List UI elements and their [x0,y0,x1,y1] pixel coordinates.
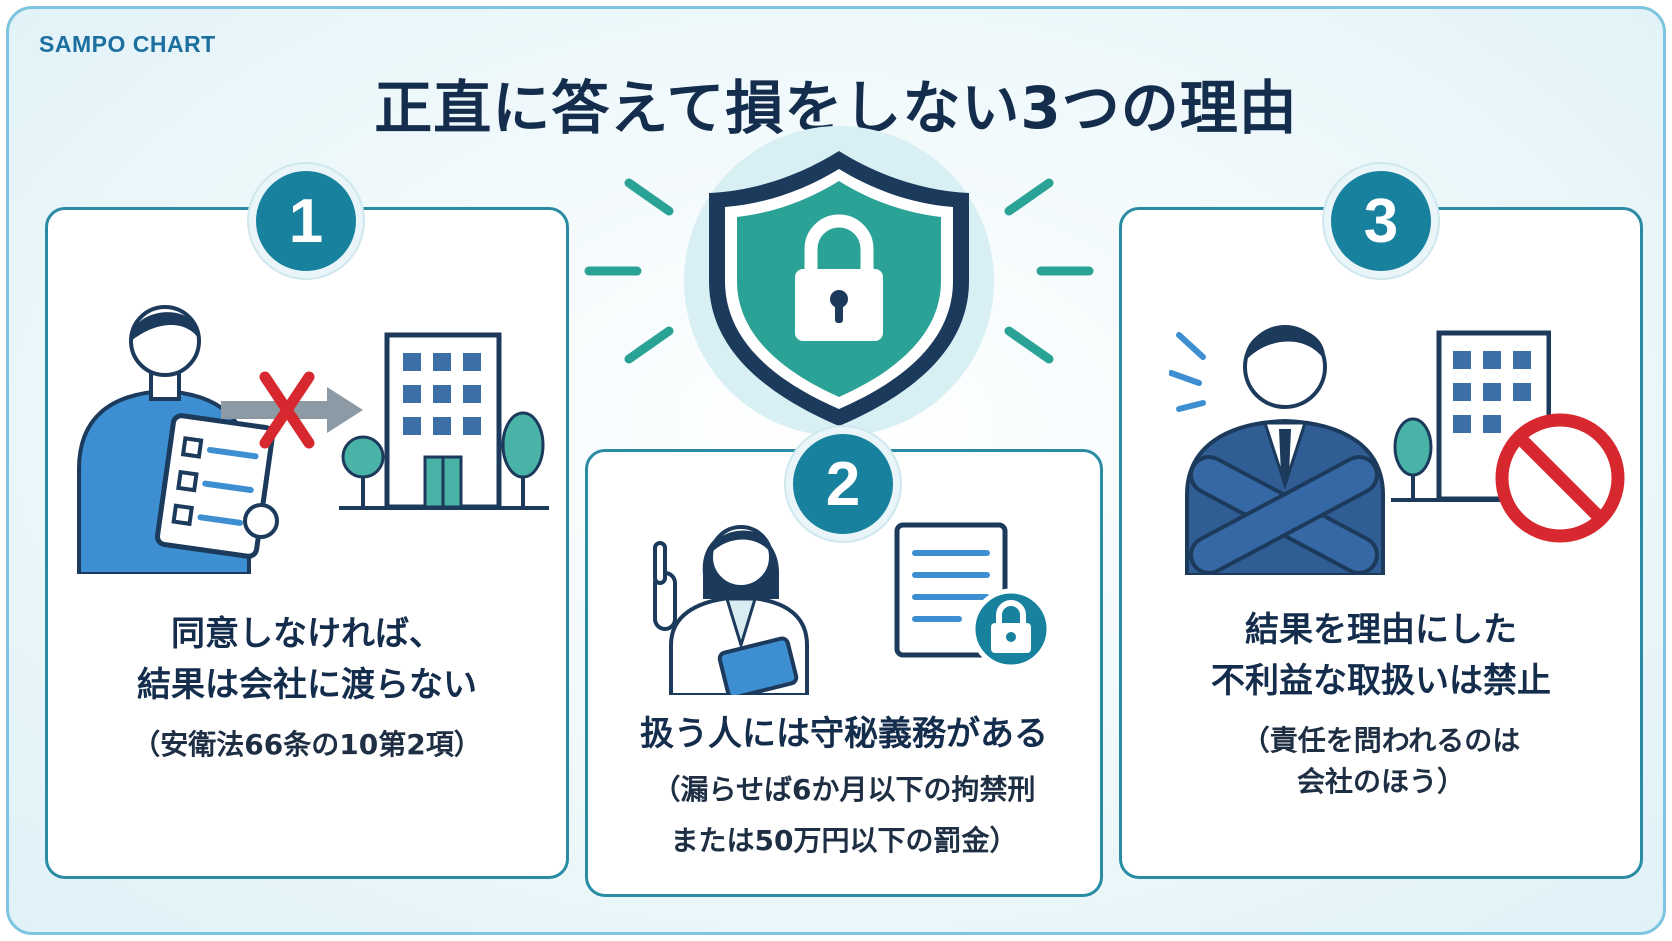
reason-number-badge-2: 2 [786,427,900,541]
doctor-pointing-icon [653,525,809,695]
reason-number-badge-3: 3 [1324,164,1438,278]
brand-label: SAMPO CHART [39,31,216,57]
reason-1-note: （安衛法66条の10第2項） [132,728,482,761]
reason-3-note-line-1: （責任を問われるのは [1241,724,1521,757]
reason-2-note-line-2: または50万円以下の罰金） [670,823,1018,857]
office-building-icon [339,332,549,510]
reason-2-text: 扱う人には守秘義務がある （漏らせば6か月以下の拘禁刑 または50万円以下の罰金… [585,709,1103,861]
reason-1-text: 同意しなければ、 結果は会社に渡らない （安衛法66条の10第2項） [45,609,569,766]
reason-2-title: 扱う人には守秘義務がある [640,714,1048,754]
locked-document-icon [894,522,1052,670]
blocked-arrow-icon [221,371,363,449]
reason-3-note-line-2: 会社のほう） [1296,764,1465,798]
reason-3-text: 結果を理由にした 不利益な取扱いは禁止 （責任を問われるのは 会社のほう） [1119,605,1643,802]
reason-card-1 [45,207,569,879]
reason-2-note-line-1: （漏らせば6か月以下の拘禁刑 [652,773,1036,806]
reason-1-title-line-2: 結果は会社に渡らない [137,665,477,705]
shield-lock-icon [584,126,1094,436]
infographic-frame: SAMPO CHART 正直に答えて損をしない3つの理由 [6,6,1666,935]
man-crossed-arms-icon [1169,325,1385,575]
reason-number-badge-1: 1 [249,164,363,278]
employee-with-checklist-icon [77,305,279,574]
reason-1-title-line-1: 同意しなければ、 [171,614,443,654]
prohibited-sign-icon [1495,413,1625,543]
reason-3-title-line-2: 不利益な取扱いは禁止 [1211,661,1551,701]
reason-3-title-line-1: 結果を理由にした [1245,610,1517,650]
